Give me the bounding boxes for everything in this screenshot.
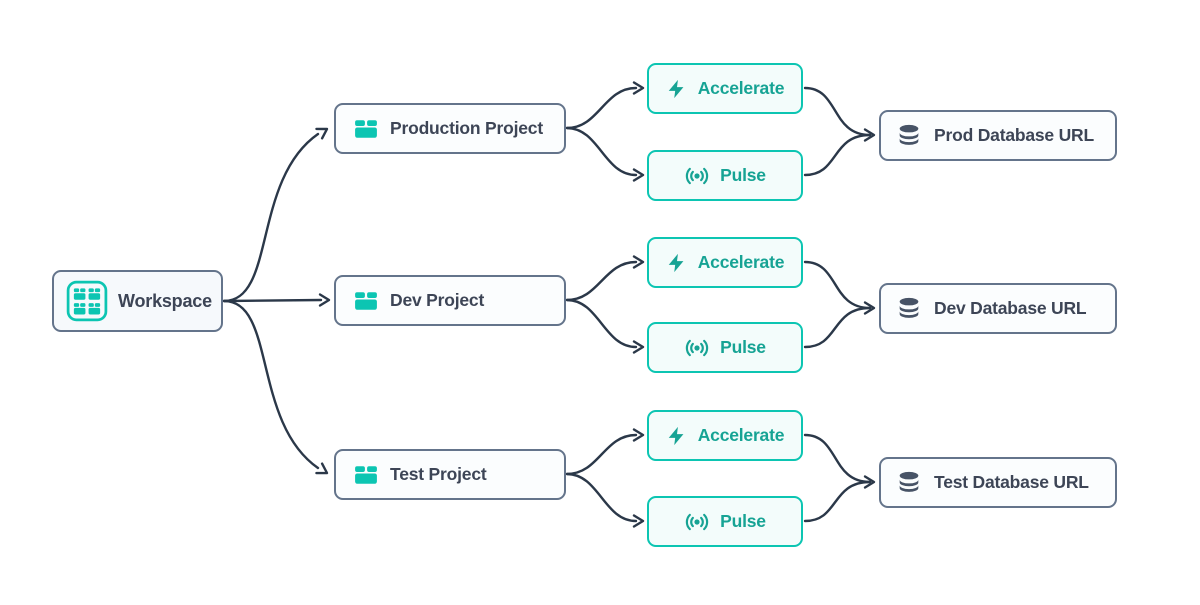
arrowhead-icon	[863, 475, 876, 489]
arrowhead-icon	[315, 127, 329, 140]
database-label: Test Database URL	[934, 472, 1089, 492]
project-label: Dev Project	[390, 290, 485, 310]
pulse-label: Pulse	[720, 165, 766, 185]
node-accelerate-1: Accelerate	[647, 63, 803, 114]
node-pulse-3: Pulse	[647, 496, 803, 547]
node-dev-database-url: Dev Database URL	[879, 283, 1117, 334]
arrowhead-icon	[863, 128, 876, 142]
edge-production-pulse	[565, 126, 638, 177]
arrowhead-icon	[632, 340, 645, 354]
broadcast-pulse-icon	[684, 335, 710, 361]
arrowhead-icon	[632, 168, 645, 182]
arrowhead-icon	[632, 81, 645, 95]
node-prod-database-url: Prod Database URL	[879, 110, 1117, 161]
arrowhead-icon	[632, 514, 645, 528]
node-production-project: Production Project	[334, 103, 566, 154]
project-label: Test Project	[390, 464, 487, 484]
workspace-label: Workspace	[118, 290, 212, 311]
accelerate-label: Accelerate	[697, 252, 785, 272]
project-box-icon	[354, 289, 378, 313]
database-icon	[896, 296, 922, 322]
workspace-grid-icon	[66, 280, 108, 322]
edge-pulse-devdb	[803, 306, 872, 349]
edge-accelerate-proddb	[803, 86, 872, 137]
lightning-bolt-icon	[666, 78, 688, 100]
lightning-bolt-icon	[666, 425, 688, 447]
node-pulse-1: Pulse	[647, 150, 803, 201]
edge-production-accelerate	[565, 86, 638, 130]
node-accelerate-3: Accelerate	[647, 410, 803, 461]
pulse-label: Pulse	[720, 511, 766, 531]
database-icon	[896, 123, 922, 149]
node-test-project: Test Project	[334, 449, 566, 500]
edge-dev-accelerate	[565, 260, 638, 302]
arrowhead-icon	[863, 301, 876, 315]
edge-workspace-production	[222, 132, 320, 303]
project-label: Production Project	[390, 118, 543, 138]
edge-workspace-test	[222, 299, 320, 470]
lightning-bolt-icon	[666, 252, 688, 274]
node-accelerate-2: Accelerate	[647, 237, 803, 288]
edge-accelerate-testdb	[803, 433, 872, 484]
edge-accelerate-devdb	[803, 260, 872, 310]
broadcast-pulse-icon	[684, 163, 710, 189]
edge-pulse-proddb	[803, 133, 872, 177]
project-box-icon	[354, 463, 378, 487]
accelerate-label: Accelerate	[697, 78, 785, 98]
accelerate-label: Accelerate	[697, 425, 785, 445]
pulse-label: Pulse	[720, 337, 766, 357]
node-workspace: Workspace	[52, 270, 223, 332]
database-label: Dev Database URL	[934, 298, 1087, 318]
edge-dev-pulse	[565, 298, 638, 349]
arrowhead-icon	[318, 293, 331, 307]
node-pulse-2: Pulse	[647, 322, 803, 373]
edge-workspace-dev	[222, 298, 323, 303]
edge-test-accelerate	[565, 433, 638, 476]
arrowhead-icon	[632, 255, 645, 269]
database-icon	[896, 470, 922, 496]
broadcast-pulse-icon	[684, 509, 710, 535]
arrowhead-icon	[315, 462, 329, 475]
edge-test-pulse	[565, 472, 638, 523]
database-label: Prod Database URL	[934, 125, 1094, 145]
edge-pulse-testdb	[803, 480, 872, 523]
node-test-database-url: Test Database URL	[879, 457, 1117, 508]
node-dev-project: Dev Project	[334, 275, 566, 326]
project-box-icon	[354, 117, 378, 141]
arrowhead-icon	[632, 428, 645, 442]
